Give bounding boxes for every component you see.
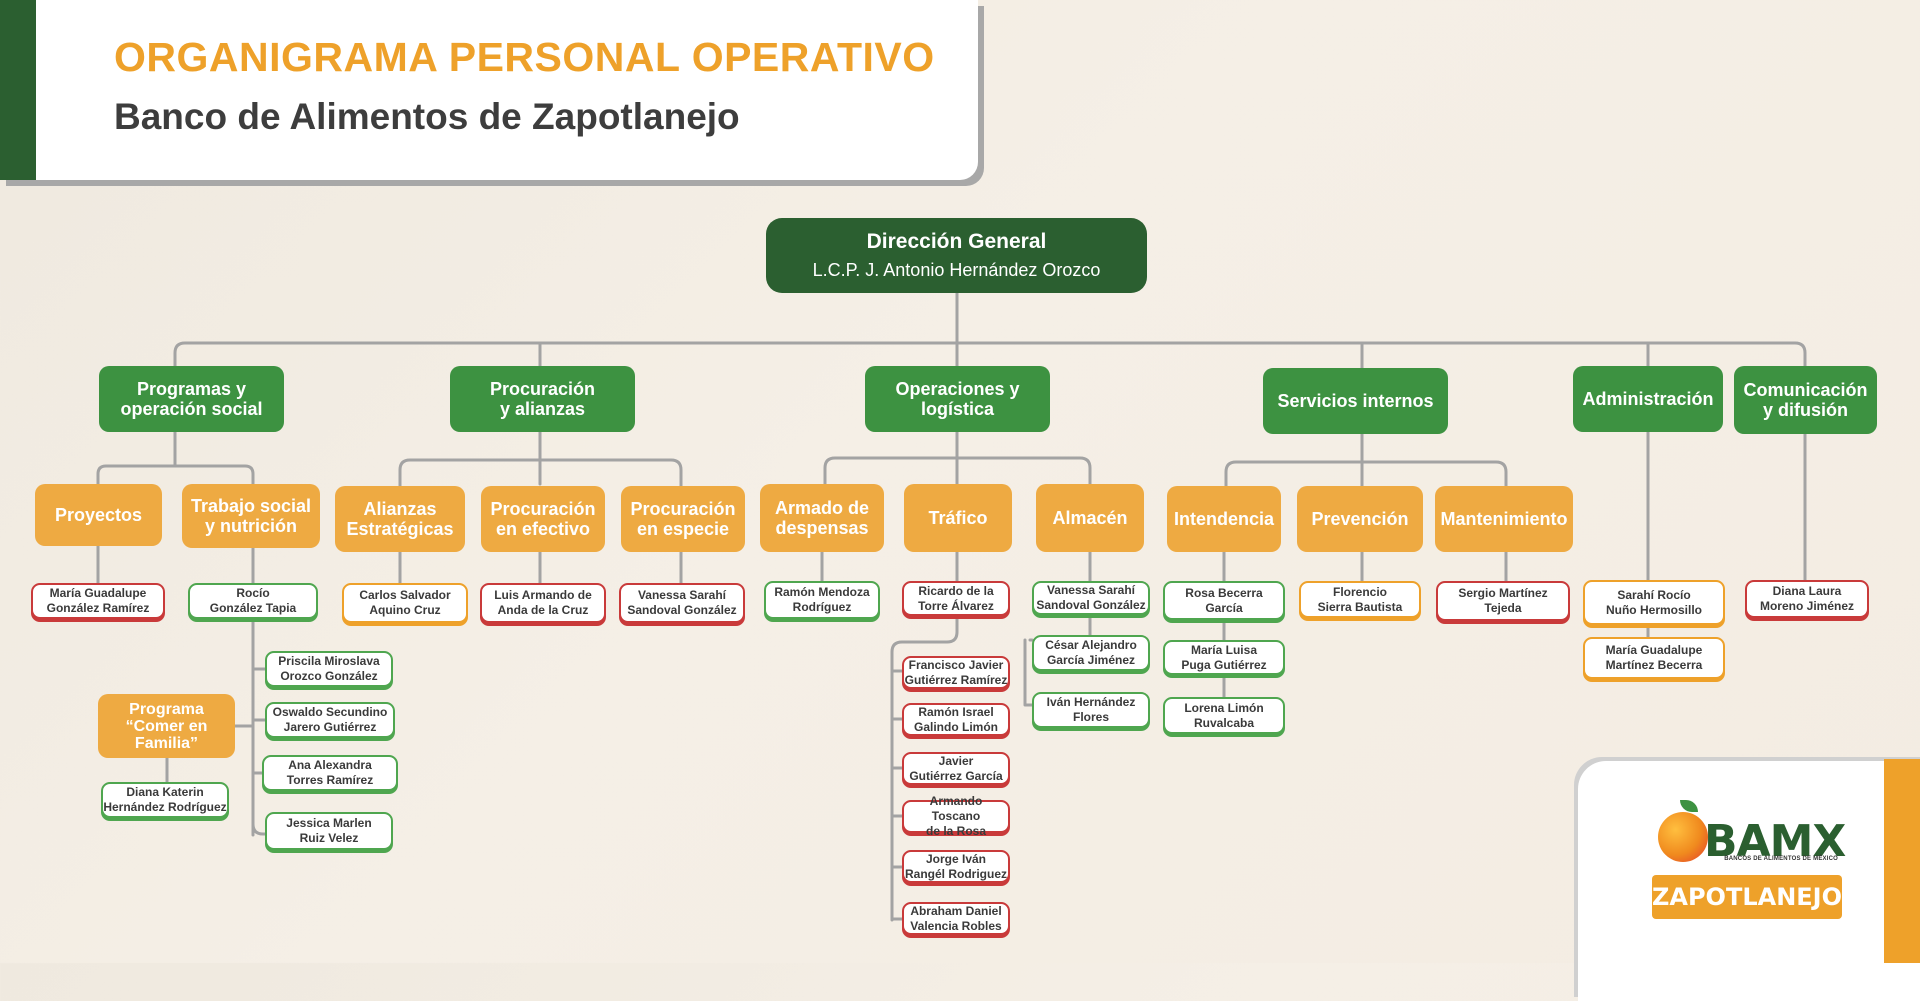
unit-intendencia: Intendencia [1167,486,1281,552]
node-direccion-general: Dirección General L.C.P. J. Antonio Hern… [766,218,1147,293]
unit-procuracion-especie: Procuración en especie [621,486,745,552]
person-card: Vanessa Sarahí Sandoval González [619,583,745,623]
person-card: Armando Toscano de la Rosa [902,794,1010,838]
person-card: Sarahí Rocío Nuño Hermosillo [1583,580,1725,625]
person-card: Ricardo de la Torre Álvarez [902,581,1010,616]
unit-trabajo-social: Trabajo social y nutrición [182,484,320,548]
dept-administracion: Administración [1573,366,1723,432]
dept-procuracion: Procuración y alianzas [450,366,635,432]
person-card: Ramón Mendoza Rodríguez [764,581,880,619]
dept-operaciones: Operaciones y logística [865,366,1050,432]
person-card: Sergio Martínez Tejeda [1436,581,1570,621]
brand-logo: BAMX [1704,816,1846,867]
person-card: Priscila Miroslava Orozco González [265,651,393,687]
root-name: L.C.P. J. Antonio Hernández Orozco [812,260,1101,280]
person-card: Javier Gutiérrez García [902,752,1010,785]
page-subtitle: Banco de Alimentos de Zapotlanejo [114,96,740,137]
unit-prevencion: Prevención [1297,486,1423,552]
person-card: Florencio Sierra Bautista [1299,581,1421,618]
root-title: Dirección General [866,230,1047,253]
unit-alianzas-estrategicas: Alianzas Estratégicas [335,486,465,552]
leaf-icon [1680,800,1698,812]
apple-icon [1658,812,1708,862]
person-card: Lorena Limón Ruvalcaba [1163,697,1285,734]
page-title: ORGANIGRAMA PERSONAL OPERATIVO [114,34,935,80]
person-card: María Luisa Puga Gutiérrez [1163,640,1285,675]
connector-lines [96,290,1807,922]
person-card: María Guadalupe González Ramírez [31,583,165,619]
person-card: Luis Armando de Anda de la Cruz [480,583,606,623]
unit-mantenimiento: Mantenimiento [1435,486,1573,552]
person-card: Vanessa Sarahí Sandoval González [1032,581,1150,615]
person-card: Abraham Daniel Valencia Robles [902,902,1010,935]
brand-banner: ZAPOTLANEJO [1652,875,1842,919]
person-card: Jorge Iván Rangél Rodriguez [902,850,1010,883]
dept-comunicacion: Comunicación y difusión [1734,366,1877,434]
person-card: Francisco Javier Gutiérrez Ramírez [902,656,1010,689]
person-card: Oswaldo Secundino Jarero Gutiérrez [265,702,395,738]
person-card: Ramón Israel Galindo Limón [902,703,1010,736]
logo-accent-strip [1884,759,1920,963]
person-card: César Alejandro García Jiménez [1032,635,1150,671]
unit-comer-en-familia: Programa “Comer en Familia” [98,694,235,758]
brand-tagline: BANCOS DE ALIMENTOS DE MÉXICO [1724,856,1838,862]
person-card: Carlos Salvador Aquino Cruz [342,583,468,623]
dept-programas: Programas y operación social [99,366,284,432]
person-card: Jessica Marlen Ruiz Velez [265,812,393,850]
unit-almacen: Almacén [1036,484,1144,552]
person-card: María Guadalupe Martínez Becerra [1583,637,1725,679]
person-card: Ana Alexandra Torres Ramírez [262,755,398,791]
person-card: Rocío González Tapia [188,583,318,619]
person-card: Diana Laura Moreno Jiménez [1745,580,1869,618]
unit-trafico: Tráfico [904,484,1012,552]
unit-armado-despensas: Armado de despensas [760,484,884,552]
person-card: Diana Katerin Hernández Rodríguez [101,782,229,818]
person-card: Rosa Becerra García [1163,581,1285,620]
header-card: ORGANIGRAMA PERSONAL OPERATIVO Banco de … [0,0,978,180]
unit-procuracion-efectivo: Procuración en efectivo [481,486,605,552]
unit-proyectos: Proyectos [35,484,162,546]
header-accent-strip [0,0,36,180]
person-card: Iván Hernández Flores [1032,692,1150,728]
dept-servicios-internos: Servicios internos [1263,368,1448,434]
